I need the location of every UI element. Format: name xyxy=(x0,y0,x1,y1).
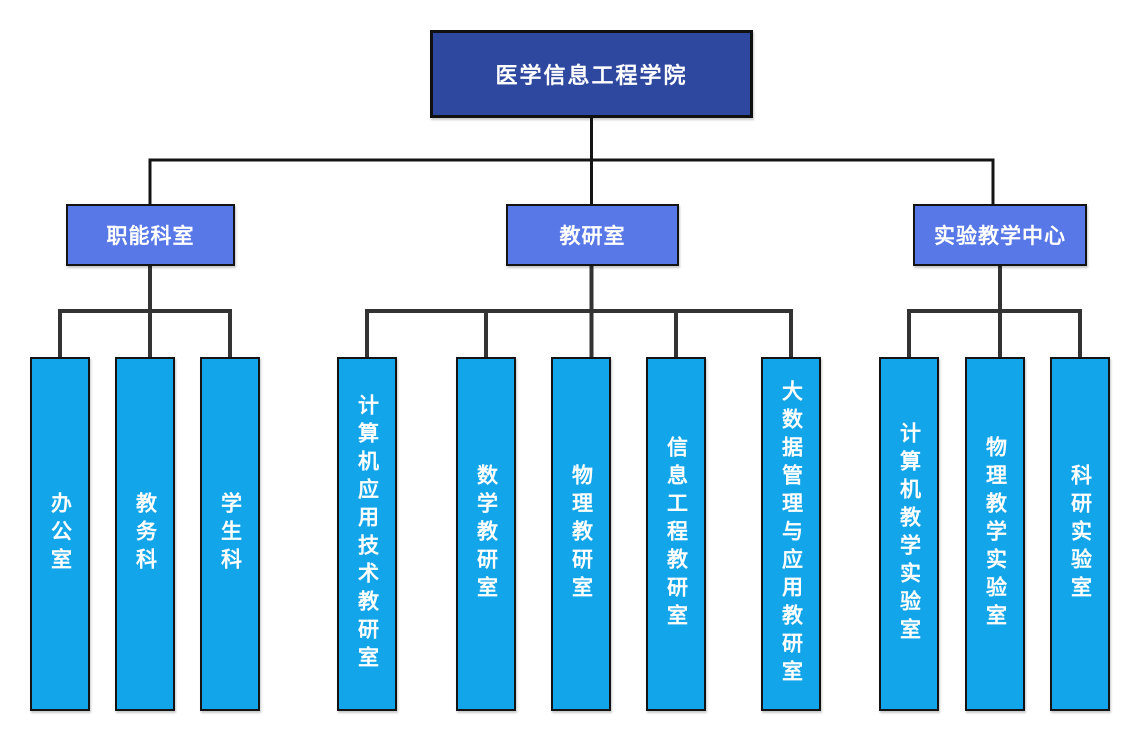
branch-experimental-teaching-center: 实验教学中心 xyxy=(913,204,1087,266)
leaf-node-computer-teaching-lab: 计算机教学实验室 xyxy=(879,357,939,711)
leaf-node-physics-teaching-lab: 物理教学实验室 xyxy=(965,357,1025,711)
branch-label: 职能科室 xyxy=(106,225,195,248)
leaf-node-academic-affairs: 教务科 xyxy=(115,357,175,711)
leaf-label: 大数据管理与应用教研室 xyxy=(779,380,803,688)
branch-label: 实验教学中心 xyxy=(934,225,1066,248)
branch-teaching-research-office: 教研室 xyxy=(506,204,679,266)
leaf-node-office: 办公室 xyxy=(30,357,90,711)
leaf-label: 计算机应用技术教研室 xyxy=(355,394,379,674)
leaf-label: 教务科 xyxy=(133,492,157,576)
group-level-connector xyxy=(58,264,1082,359)
leaf-label: 物理教学实验室 xyxy=(983,436,1007,632)
top-level-connector xyxy=(148,116,995,206)
branch-functional-offices: 职能科室 xyxy=(66,204,235,266)
leaf-label: 学生科 xyxy=(218,492,242,576)
leaf-node-student-affairs: 学生科 xyxy=(200,357,260,711)
leaf-label: 科研实验室 xyxy=(1068,464,1092,604)
leaf-node-big-data: 大数据管理与应用教研室 xyxy=(761,357,821,711)
leaf-node-computer-applied-tech: 计算机应用技术教研室 xyxy=(337,357,397,711)
leaf-node-mathematics: 数学教研室 xyxy=(456,357,516,711)
leaf-node-physics: 物理教研室 xyxy=(551,357,611,711)
leaf-node-scientific-research-lab: 科研实验室 xyxy=(1050,357,1110,711)
org-node-root-label: 医学信息工程学院 xyxy=(495,63,688,88)
leaf-label: 信息工程教研室 xyxy=(664,436,688,632)
branch-label: 教研室 xyxy=(559,225,626,248)
leaf-node-information-engineering: 信息工程教研室 xyxy=(646,357,706,711)
leaf-label: 物理教研室 xyxy=(569,464,593,604)
org-node-root: 医学信息工程学院 xyxy=(430,30,753,118)
leaf-label: 办公室 xyxy=(48,492,72,576)
leaf-label: 数学教研室 xyxy=(474,464,498,604)
leaf-label: 计算机教学实验室 xyxy=(897,422,921,646)
